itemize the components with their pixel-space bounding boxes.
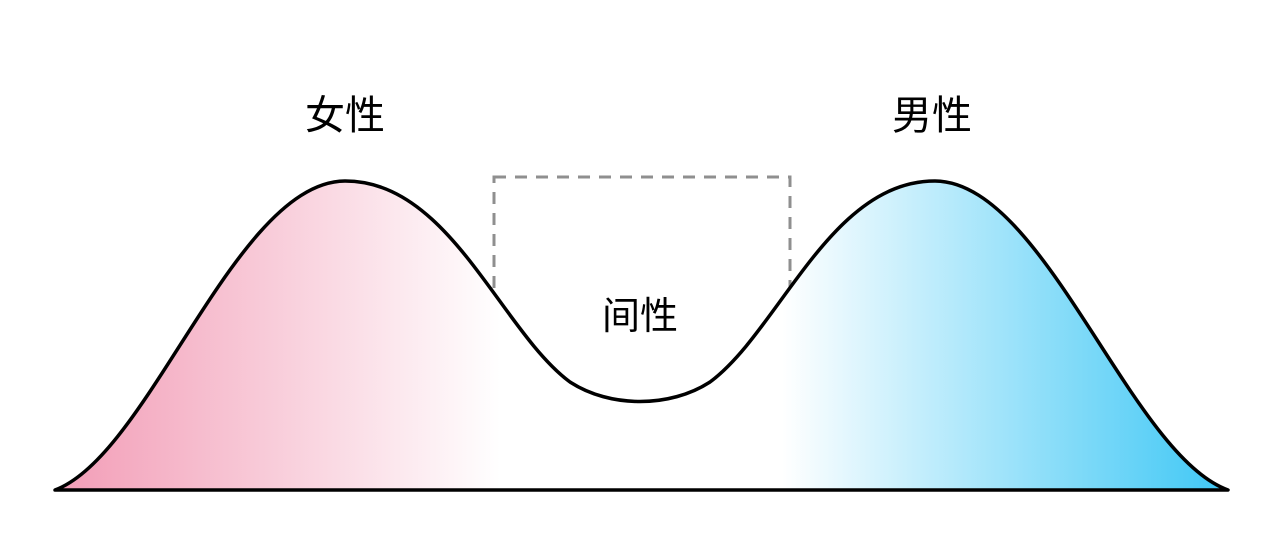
male-label: 男性 [892,93,972,139]
distribution-curve [53,179,1230,492]
intersex-label: 间性 [601,294,679,338]
female-label: 女性 [305,93,385,139]
